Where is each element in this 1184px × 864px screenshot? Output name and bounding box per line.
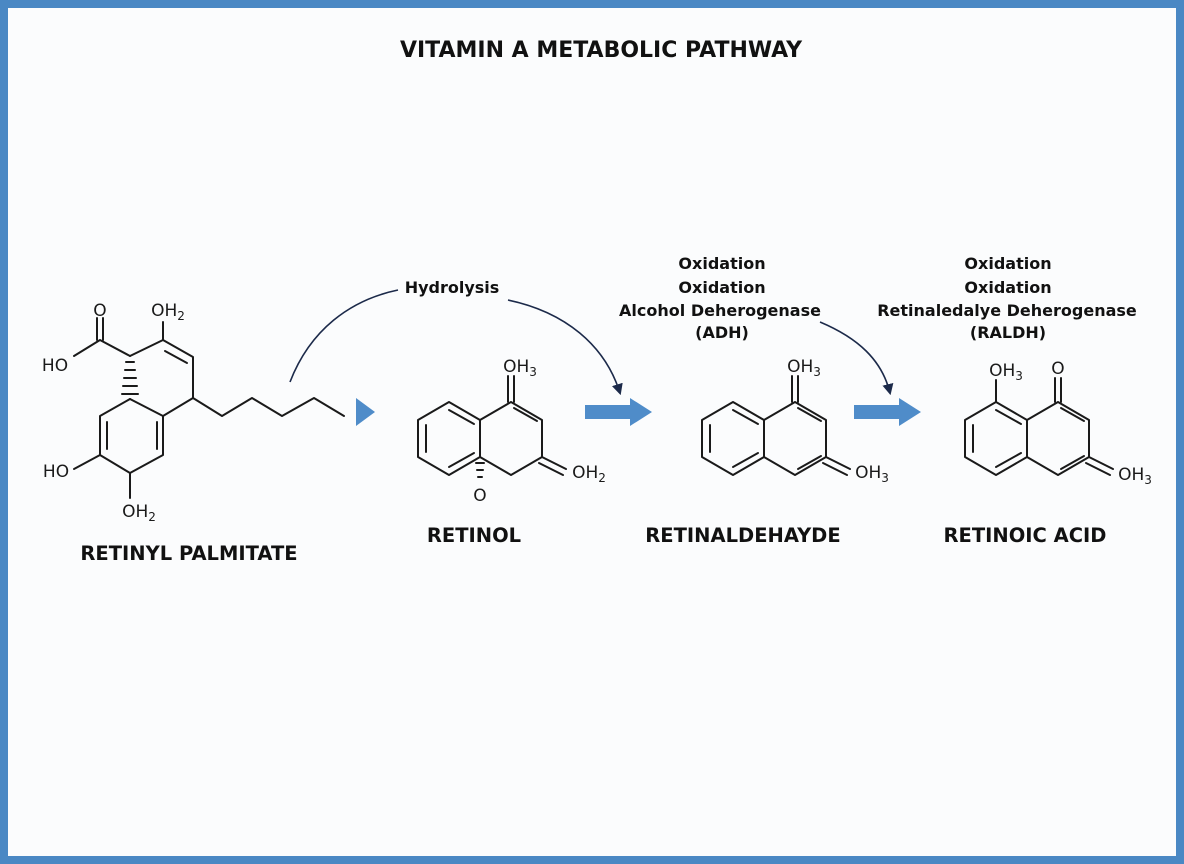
step-line: Oxidation [964, 254, 1051, 273]
compound-label-retinol: RETINOL [427, 524, 521, 547]
atom-label: OH3 [787, 357, 821, 379]
atom-label: OH3 [1118, 465, 1152, 487]
reaction-arrow [854, 398, 921, 426]
atom-label: OH2 [122, 502, 156, 524]
hydrolysis-curve-left [289, 289, 399, 383]
step-line: Oxidation [678, 254, 765, 273]
retinoic-acid-structure: OH3 O OH3 [964, 359, 1152, 487]
step-line: Alcohol Deherogenase [619, 301, 821, 320]
retinaldehayde-structure: OH3 OH3 [701, 357, 889, 485]
retinol-structure: OH3 OH2 O [417, 357, 606, 506]
stereo-hash-bond [475, 462, 485, 478]
retinyl-palmitate-structure: O HO OH2 HO OH2 [42, 301, 345, 524]
atom-label: OH3 [855, 463, 889, 485]
atom-label: OH2 [151, 301, 185, 323]
compound-label-retinoic-acid: RETINOIC ACID [944, 524, 1107, 547]
adh-curve-arrow [819, 321, 894, 396]
compound-label-retinyl-palmitate: RETINYL PALMITATE [80, 542, 297, 565]
atom-label: O [93, 301, 106, 321]
step-line: Oxidation [678, 278, 765, 297]
atom-label: OH3 [503, 357, 537, 379]
atom-label: OH3 [989, 361, 1023, 383]
stereo-hash-bond [121, 361, 139, 395]
step-line: (RALDH) [970, 323, 1046, 342]
page-title: VITAMIN A METABOLIC PATHWAY [400, 38, 803, 63]
step-label-adh: Oxidation Oxidation Alcohol Deherogenase… [619, 254, 821, 342]
reaction-arrow [356, 398, 375, 426]
hydrolysis-curve-arrow [507, 299, 623, 396]
atom-label: O [1051, 359, 1064, 379]
reaction-arrow [585, 398, 652, 426]
step-line: (ADH) [695, 323, 749, 342]
step-line: Oxidation [964, 278, 1051, 297]
atom-label: HO [42, 356, 68, 376]
atom-label: OH2 [572, 463, 606, 485]
compound-label-retinaldehayde: RETINALDEHAYDE [645, 524, 840, 547]
atom-label: O [473, 486, 486, 506]
step-line: Retinaledalye Deherogenase [877, 301, 1137, 320]
step-label-raldh: Oxidation Oxidation Retinaledalye Dehero… [877, 254, 1137, 342]
atom-label: HO [43, 462, 69, 482]
step-label-hydrolysis: Hydrolysis [405, 278, 500, 297]
